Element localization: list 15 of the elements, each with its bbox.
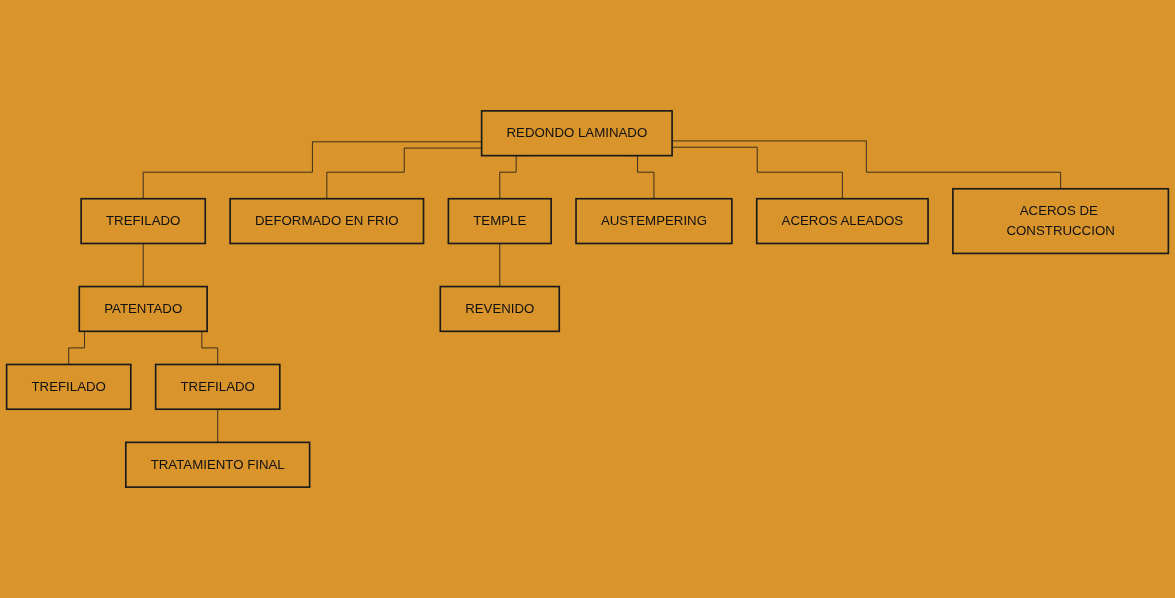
node-box: ACEROS DE CONSTRUCCION: [952, 187, 1170, 255]
node-box: TREFILADO: [5, 363, 132, 411]
node-box: PATENTADO: [78, 285, 208, 333]
node-box: DEFORMADO EN FRIO: [229, 197, 425, 245]
node-box: ACEROS ALEADOS: [755, 197, 929, 245]
node-box: TEMPLE: [447, 197, 552, 245]
node-box: REDONDO LAMINADO: [480, 110, 673, 157]
node-box: AUSTEMPERING: [575, 197, 733, 245]
connector: [217, 408, 219, 443]
node-box: TREFILADO: [154, 363, 281, 411]
node-box: TRATAMIENTO FINAL: [124, 441, 311, 488]
node-box: TREFILADO: [80, 197, 207, 245]
connector: [499, 243, 501, 287]
connector: [142, 243, 144, 287]
node-box: REVENIDO: [439, 285, 561, 333]
